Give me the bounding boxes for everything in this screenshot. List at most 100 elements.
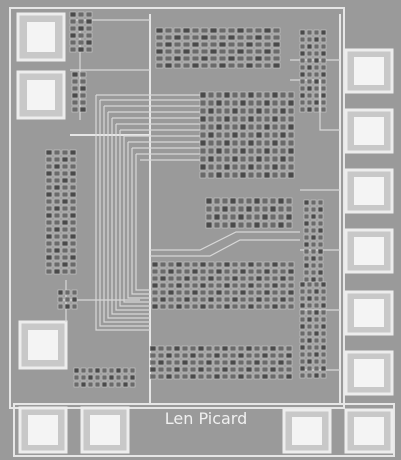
logic-cell	[303, 262, 310, 269]
logic-cell	[239, 296, 247, 303]
logic-cell	[189, 373, 197, 380]
logic-cell	[271, 171, 279, 179]
logic-cell	[165, 373, 173, 380]
logic-cell	[213, 197, 221, 205]
logic-cell	[313, 92, 320, 99]
logic-cell	[310, 206, 317, 213]
logic-cell	[85, 25, 93, 32]
logic-cell	[87, 374, 94, 381]
logic-cell	[279, 268, 287, 275]
logic-cell	[199, 289, 207, 296]
logic-cell	[317, 199, 324, 206]
logic-cell	[61, 163, 69, 170]
logic-cell	[215, 131, 223, 139]
logic-cell	[253, 352, 261, 359]
logic-cell	[199, 123, 207, 131]
logic-cell	[53, 219, 61, 226]
logic-cell	[191, 303, 199, 310]
logic-cell	[213, 345, 221, 352]
logic-cell	[53, 198, 61, 205]
logic-cell	[157, 359, 165, 366]
logic-cell	[255, 261, 263, 268]
logic-cell	[199, 99, 207, 107]
logic-cell	[229, 366, 237, 373]
logic-cell	[247, 275, 255, 282]
logic-cell	[231, 131, 239, 139]
logic-cell	[164, 41, 173, 48]
logic-cell	[229, 213, 237, 221]
logic-cell	[199, 296, 207, 303]
logic-cell	[310, 213, 317, 220]
logic-cell	[306, 337, 313, 344]
logic-cell	[45, 254, 53, 261]
logic-cell	[53, 254, 61, 261]
logic-cell	[167, 296, 175, 303]
logic-cell	[191, 275, 199, 282]
logic-cell	[173, 48, 182, 55]
logic-cell	[182, 62, 191, 69]
logic-cell	[175, 282, 183, 289]
logic-cell	[272, 41, 281, 48]
right-buffer-top	[299, 29, 327, 113]
logic-cell	[287, 131, 295, 139]
logic-cell	[254, 48, 263, 55]
logic-cell	[320, 351, 327, 358]
logic-cell	[53, 268, 61, 275]
logic-cell	[227, 62, 236, 69]
logic-cell	[317, 220, 324, 227]
logic-cell	[53, 247, 61, 254]
logic-cell	[159, 268, 167, 275]
logic-cell	[231, 268, 239, 275]
logic-cell	[199, 275, 207, 282]
logic-cell	[157, 373, 165, 380]
logic-cell	[287, 115, 295, 123]
logic-cell	[64, 289, 71, 296]
logic-cell	[231, 171, 239, 179]
logic-cell	[306, 351, 313, 358]
logic-cell	[320, 295, 327, 302]
logic-cell	[320, 281, 327, 288]
logic-cell	[80, 374, 87, 381]
logic-cell	[183, 303, 191, 310]
logic-cell	[101, 381, 108, 388]
logic-cell	[157, 366, 165, 373]
logic-cell	[279, 296, 287, 303]
logic-cell	[255, 115, 263, 123]
logic-cell	[277, 352, 285, 359]
logic-cell	[61, 240, 69, 247]
logic-cell	[79, 71, 87, 78]
logic-cell	[253, 366, 261, 373]
logic-cell	[61, 247, 69, 254]
logic-cell	[71, 289, 78, 296]
logic-cell	[173, 27, 182, 34]
logic-cell	[255, 131, 263, 139]
logic-cell	[306, 372, 313, 379]
logic-cell	[45, 177, 53, 184]
logic-cell	[320, 78, 327, 85]
logic-cell	[263, 282, 271, 289]
logic-cell	[221, 197, 229, 205]
logic-cell	[255, 91, 263, 99]
logic-cell	[245, 34, 254, 41]
logic-cell	[255, 282, 263, 289]
logic-cell	[237, 366, 245, 373]
logic-cell	[181, 373, 189, 380]
logic-cell	[310, 234, 317, 241]
logic-cell	[159, 303, 167, 310]
logic-cell	[310, 276, 317, 283]
logic-cell	[173, 345, 181, 352]
logic-cell	[279, 163, 287, 171]
logic-cell	[247, 296, 255, 303]
logic-cell	[313, 99, 320, 106]
logic-cell	[77, 39, 85, 46]
logic-cell	[245, 62, 254, 69]
logic-cell	[269, 221, 277, 229]
logic-cell	[221, 366, 229, 373]
logic-cell	[69, 163, 77, 170]
logic-cell	[197, 373, 205, 380]
logic-cell	[53, 240, 61, 247]
logic-cell	[299, 29, 306, 36]
logic-cell	[57, 303, 64, 310]
logic-cell	[191, 296, 199, 303]
logic-cell	[223, 282, 231, 289]
